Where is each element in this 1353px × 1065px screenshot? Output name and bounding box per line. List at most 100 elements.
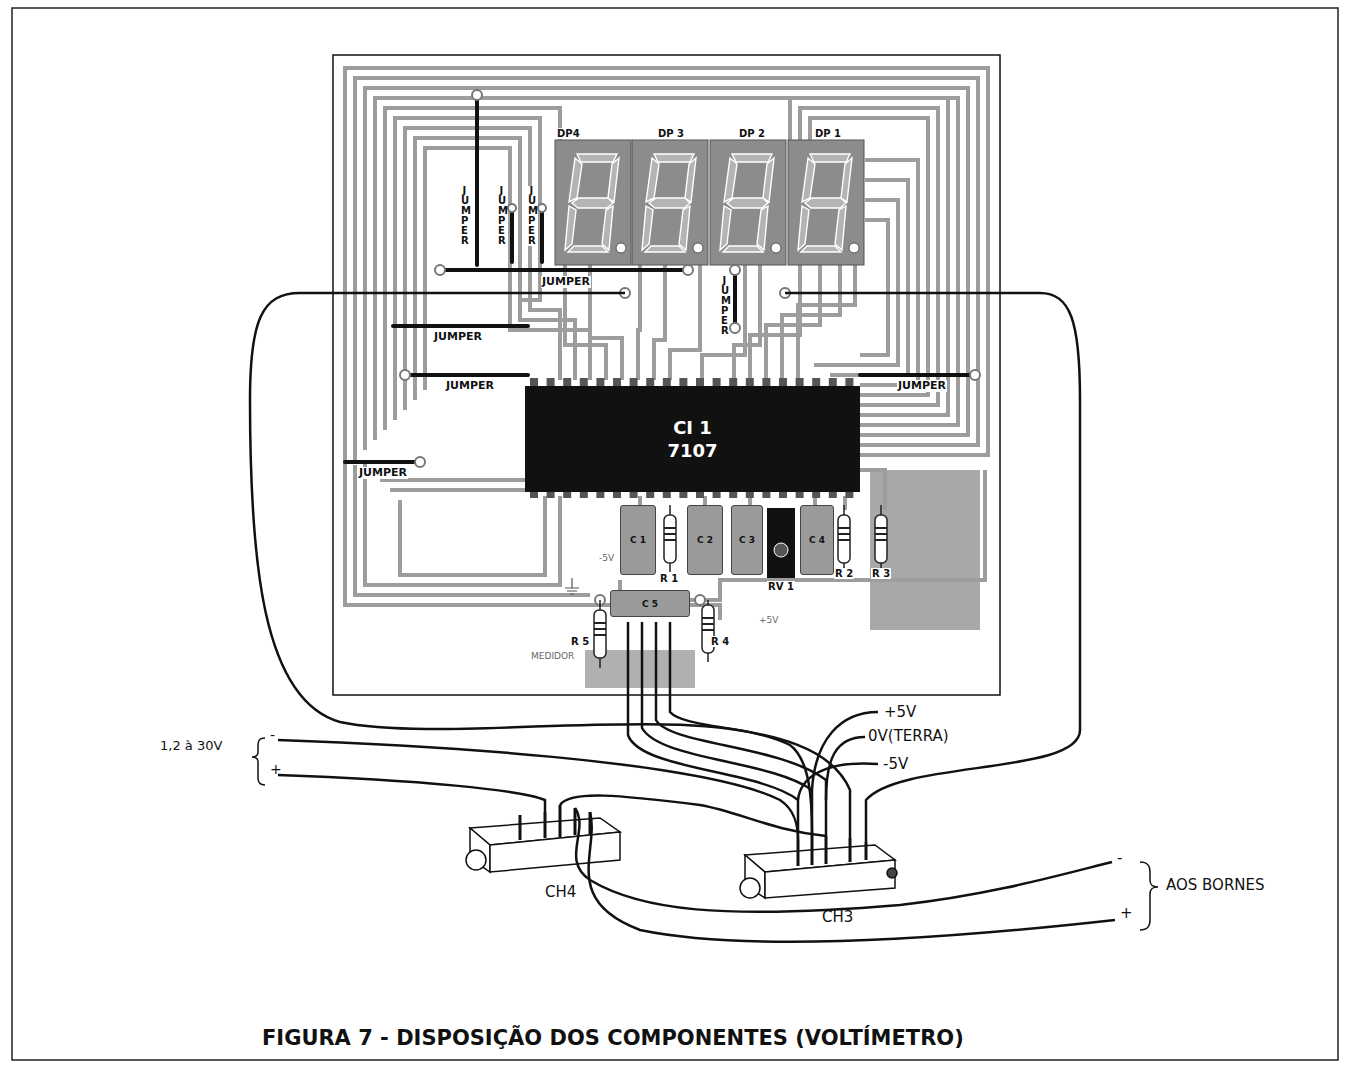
copper-traces-part: [766, 265, 820, 380]
jumper-wires-part: [475, 95, 479, 265]
switch-name: CH4: [545, 884, 576, 901]
brackets: [252, 738, 1158, 930]
copper-traces-part: [638, 496, 642, 505]
figure-caption: FIGURA 7 - DISPOSIÇÃO DOS COMPONENTES (V…: [262, 1026, 964, 1050]
solder-pads: [400, 90, 980, 605]
display-digits-part: [632, 140, 708, 265]
switch-ch3-part: [765, 860, 895, 898]
jumper-label: JUMPER: [460, 186, 469, 246]
jumper-wires-part: [440, 268, 688, 272]
ic-chip: CI 17107: [525, 386, 860, 492]
display-name: DP 2: [738, 128, 766, 139]
switch-ch3-part: [887, 868, 897, 878]
switch-ch3: [740, 833, 897, 898]
display-name: DP 3: [657, 128, 685, 139]
jumper-wires-part: [345, 460, 420, 464]
copper-traces-part: [590, 265, 622, 380]
hookup-wires-part: [826, 737, 865, 800]
part-name: R 5: [570, 636, 590, 647]
terminal-label: AOS BORNES: [1166, 877, 1265, 894]
solder-pads-part: [400, 370, 410, 380]
hookup-wires: [250, 293, 1115, 942]
capacitor-box: C 1: [620, 505, 656, 575]
hookup-wires-part: [798, 763, 878, 800]
switch-name: CH3: [822, 909, 853, 926]
jumper-wires-part: [860, 373, 975, 377]
jumper-wires-part: [393, 324, 528, 328]
chip-label: 7107: [667, 439, 717, 462]
supply-label: -5V: [598, 554, 615, 564]
hookup-wires-part: [278, 740, 798, 840]
solder-pads-part: [730, 265, 740, 275]
solder-pads-part: [508, 204, 516, 212]
chip-label: CI 1: [673, 416, 712, 439]
supply-label: 0V(TERRA): [868, 728, 949, 745]
jumper-wires-part: [733, 270, 737, 328]
solder-pads-part: [415, 457, 425, 467]
resistor-symbol: [594, 505, 887, 668]
input-range: 1,2 à 30V: [160, 739, 222, 753]
ground-symbol: [565, 578, 579, 594]
polarity-sign: -: [270, 728, 275, 743]
display-name: DP4: [556, 128, 581, 139]
jumper-label: JUMPER: [497, 186, 506, 246]
display-digits: [555, 140, 864, 265]
copper-traces-part: [670, 265, 700, 380]
switch-ch3-part: [740, 878, 760, 898]
part-name: R 1: [659, 573, 679, 584]
supply-label: +5V: [884, 704, 916, 721]
jumper-label: JUMPER: [358, 467, 408, 479]
capacitor-box: C 2: [687, 505, 723, 575]
brackets-part: [1140, 862, 1158, 930]
jumper-label: JUMPER: [527, 186, 536, 246]
switch-ch3-part: [798, 833, 866, 866]
trimpot-symbol-part: [774, 543, 788, 557]
part-name: R 4: [710, 636, 730, 647]
copper-traces-part: [782, 265, 840, 380]
hookup-wires-part: [250, 293, 812, 833]
display-digits-part: [555, 140, 631, 265]
copper-traces-part: [734, 265, 760, 380]
hookup-wires-part: [560, 796, 826, 836]
jumper-label: JUMPER: [720, 276, 729, 336]
part-name: C 4: [809, 535, 825, 545]
part-name: C 2: [697, 535, 713, 545]
hookup-wires-part: [642, 622, 812, 790]
polarity-sign: +: [270, 762, 282, 777]
hookup-wires-part: [278, 775, 545, 812]
copper-traces-part: [798, 265, 855, 380]
switch-ch4-part: [490, 832, 620, 872]
polarity-sign: +: [1120, 905, 1133, 922]
display-digits-part: [788, 140, 864, 265]
capacitor-box: C 3: [731, 505, 763, 575]
supply-label: +5V: [758, 616, 779, 626]
solder-pads-part: [435, 265, 445, 275]
copper-traces-part: [400, 496, 545, 575]
trimpot-symbol: [767, 508, 795, 578]
brackets-part: [252, 738, 265, 785]
capacitor-box: C 5: [610, 590, 690, 617]
jumper-label: JUMPER: [433, 331, 483, 343]
display-name: DP 1: [814, 128, 842, 139]
switch-ch4: [466, 805, 620, 872]
jumper-wires-part: [510, 208, 514, 262]
trimpot-symbol-part: [767, 508, 795, 578]
copper-traces-part: [702, 265, 745, 380]
copper-traces-part: [638, 265, 640, 380]
part-name: C 3: [739, 535, 755, 545]
page-frame: [12, 8, 1338, 1060]
hookup-wires-part: [785, 293, 1080, 842]
resistor-symbol-part: [594, 528, 887, 635]
copper-traces-part: [654, 265, 665, 380]
copper-traces: [345, 68, 988, 620]
jumper-wires-part: [540, 208, 544, 262]
jumper-label: JUMPER: [541, 276, 591, 288]
supply-label: -5V: [883, 756, 908, 773]
jumper-label: JUMPER: [897, 380, 947, 392]
solder-pads-part: [538, 204, 546, 212]
jumper-label: JUMPER: [445, 380, 495, 392]
board-note: MEDIDOR: [530, 652, 575, 662]
part-name: R 3: [871, 568, 891, 579]
